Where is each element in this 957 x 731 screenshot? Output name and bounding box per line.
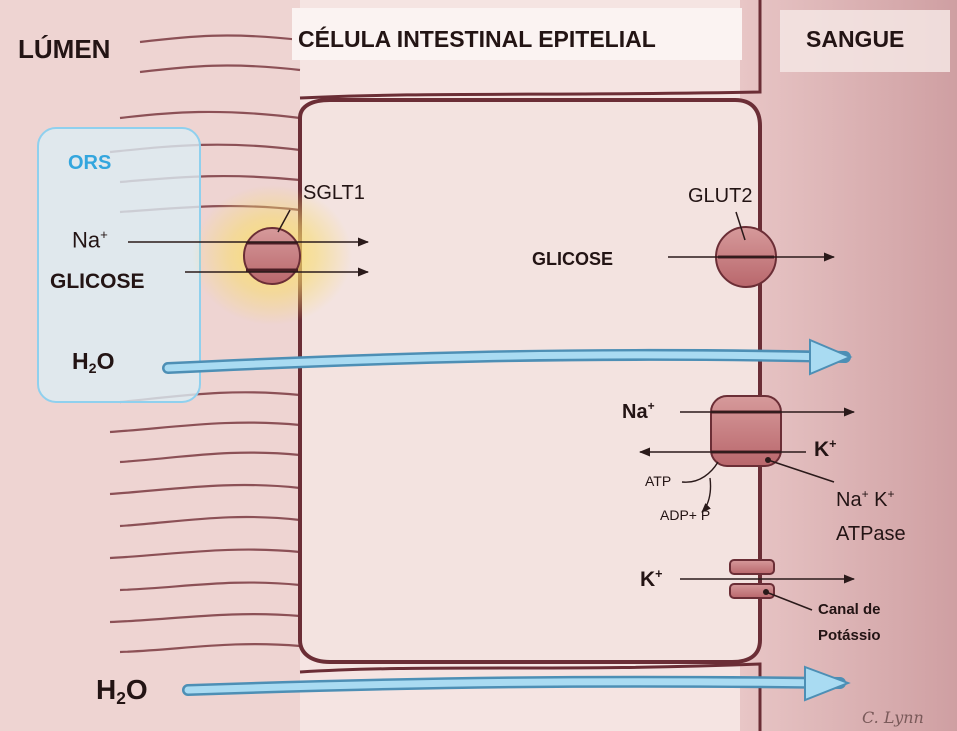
bottom-water-o: O	[126, 674, 148, 705]
sglt1-transporter	[244, 228, 300, 284]
bottom-water-label: H2O	[96, 676, 148, 707]
pump-na-text: Na	[622, 401, 648, 423]
channel-potassium-label: K+	[640, 568, 663, 590]
lower-cell-membrane	[300, 664, 760, 731]
pump-na-charge: +	[648, 399, 655, 413]
cell-label: CÉLULA INTESTINAL EPITELIAL	[298, 28, 656, 51]
ors-na-charge: +	[100, 227, 108, 242]
pump-name-line1: Na+ K+	[836, 488, 895, 510]
ors-box	[38, 128, 200, 402]
glut2-glucose-label: GLICOSE	[532, 250, 613, 268]
bottom-water-h: H	[96, 674, 116, 705]
channel-k-charge: +	[655, 567, 662, 581]
blood-label: SANGUE	[806, 28, 904, 51]
channel-name-line1: Canal de	[818, 602, 881, 617]
pump-sodium-label: Na+	[622, 400, 655, 422]
pump-name-k: K	[874, 489, 887, 511]
atp-label: ATP	[645, 474, 671, 488]
pump-name-k-charge: +	[888, 487, 895, 501]
pump-name-line2: ATPase	[836, 524, 906, 544]
sglt1-label: SGLT1	[303, 183, 365, 203]
artist-signature: C. Lynn	[862, 710, 924, 726]
ors-na-text: Na	[72, 228, 100, 253]
ors-water-o: O	[97, 348, 115, 374]
ors-water-sub: 2	[89, 361, 97, 377]
channel-k-text: K	[640, 568, 655, 591]
ors-glucose-label: GLICOSE	[50, 271, 145, 292]
adp-label: ADP+ P	[660, 508, 710, 522]
pump-k-charge: +	[829, 437, 836, 451]
pump-name-na: Na	[836, 489, 862, 511]
glut2-label: GLUT2	[688, 186, 752, 206]
pump-name-na-charge: +	[862, 487, 869, 501]
blood-region	[740, 0, 957, 731]
ors-water-label: H2O	[72, 350, 114, 376]
ors-water-h: H	[72, 348, 89, 374]
pump-potassium-label: K+	[814, 438, 837, 460]
na-k-atpase-pump	[711, 396, 781, 466]
channel-pointer-dot	[763, 589, 769, 595]
ors-sodium-label: Na+	[72, 228, 108, 252]
lumen-label: LÚMEN	[18, 36, 110, 62]
pump-pointer-dot	[765, 457, 771, 463]
ors-title: ORS	[68, 153, 111, 173]
bottom-water-sub: 2	[116, 688, 126, 708]
potassium-channel-top	[730, 560, 774, 574]
channel-name-line2: Potássio	[818, 628, 881, 643]
pump-k-text: K	[814, 438, 829, 461]
